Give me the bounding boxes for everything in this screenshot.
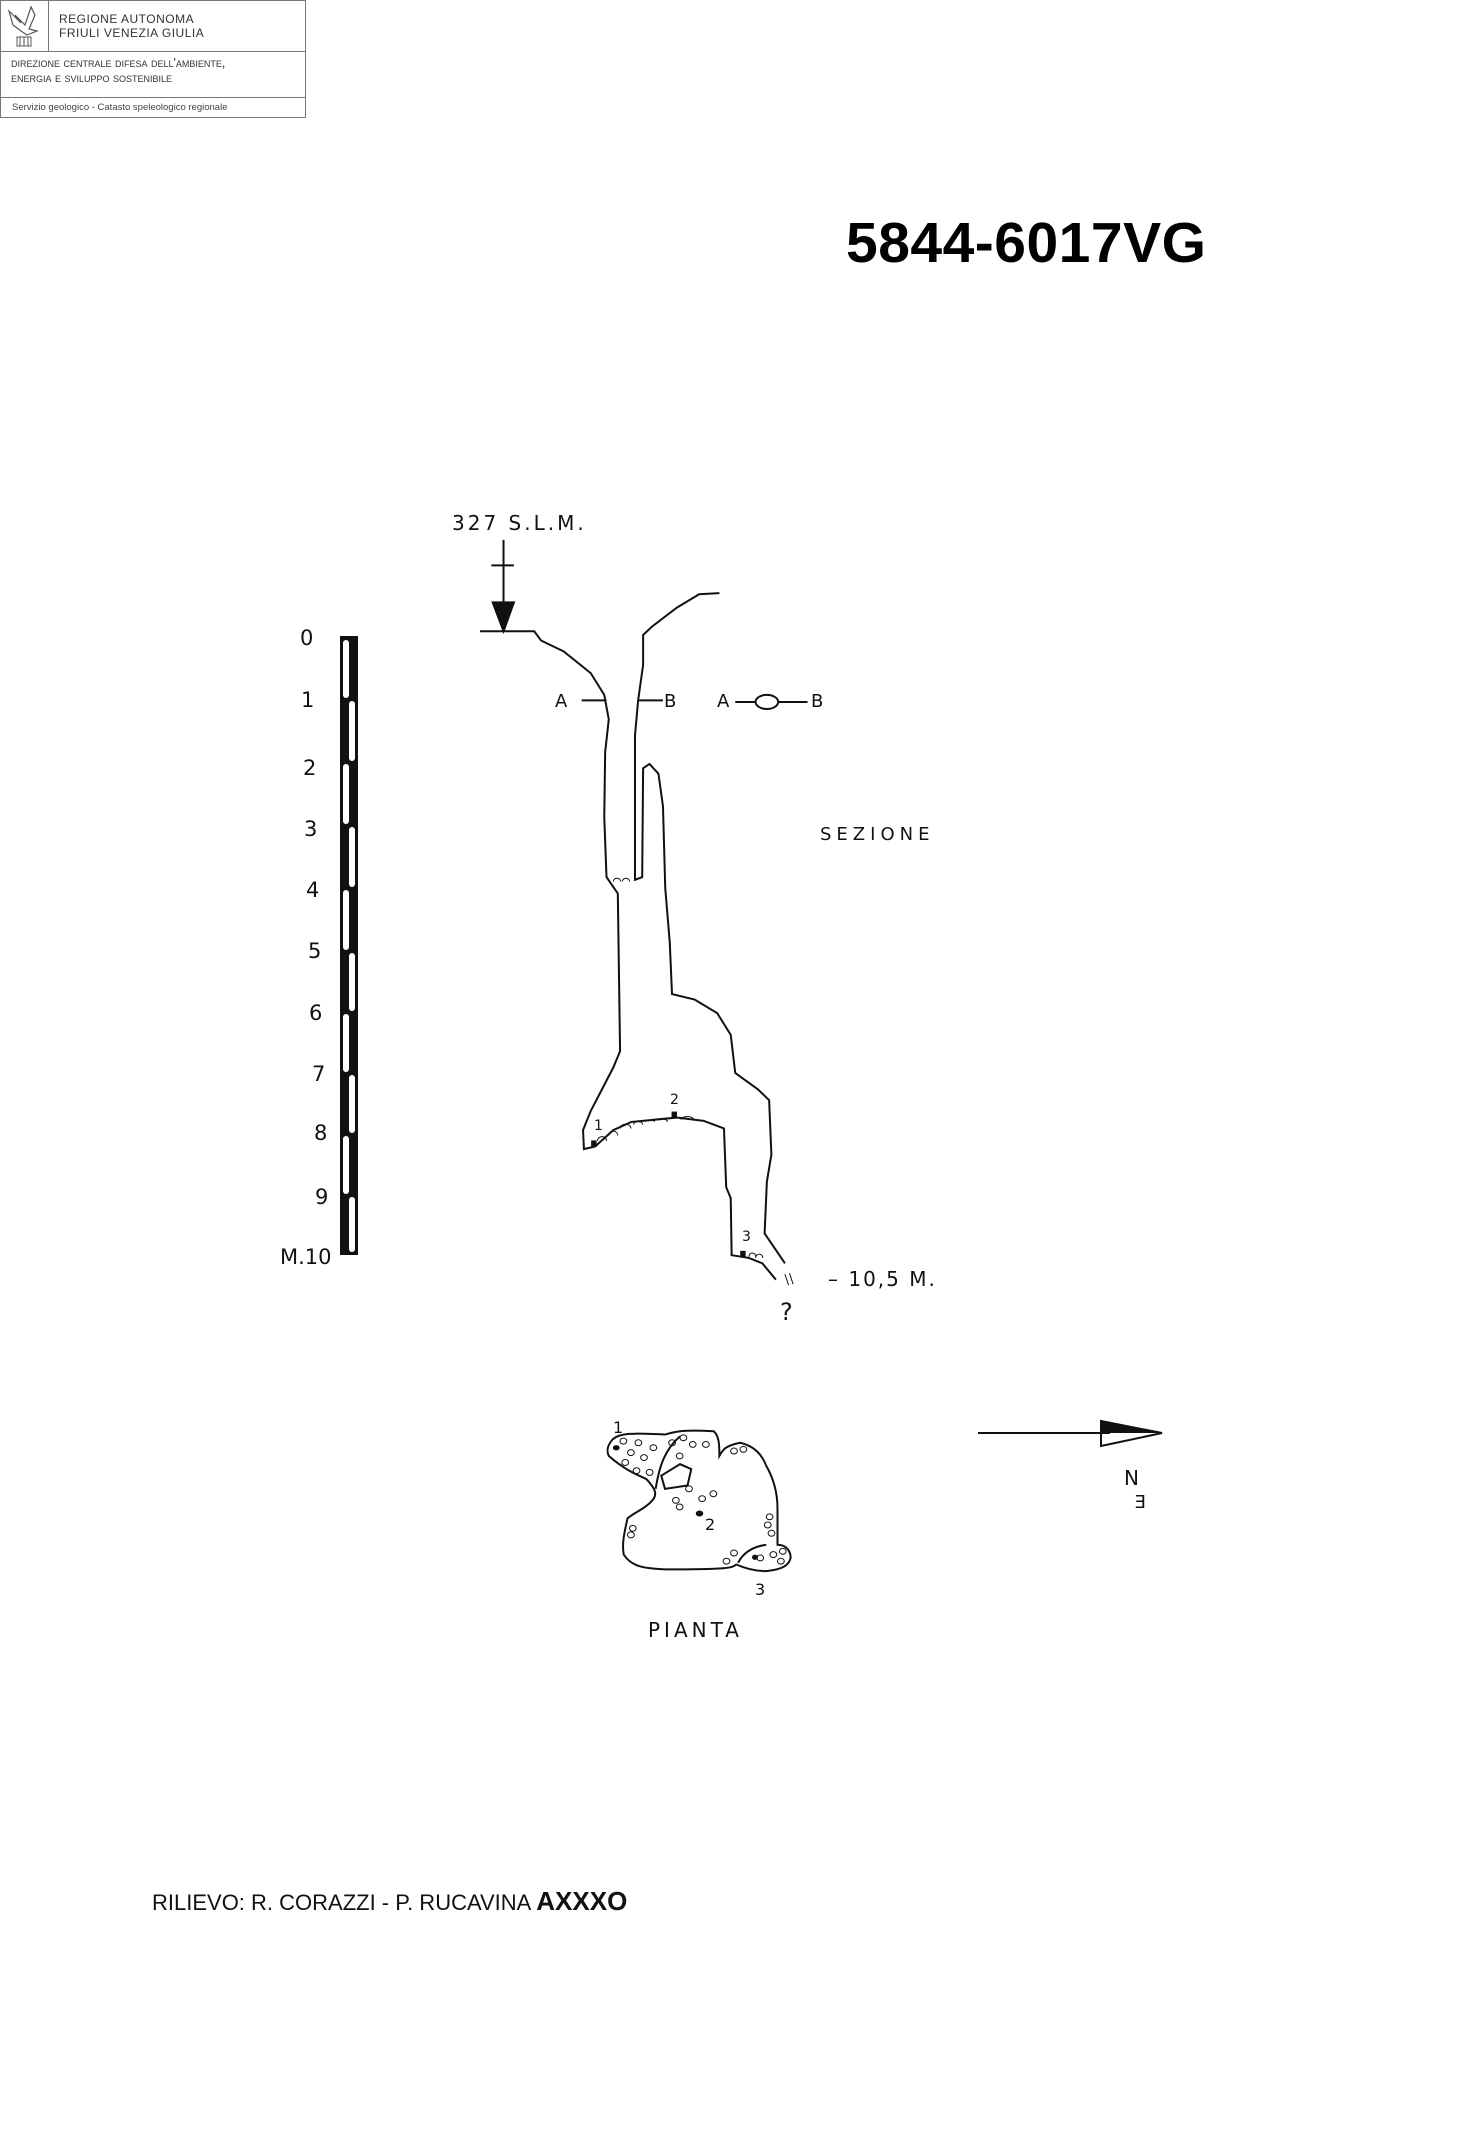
scale-labels: 0 1 2 3 4 5 6 7 8 9 M.10 bbox=[280, 626, 332, 1269]
survey-point-2 bbox=[671, 1111, 677, 1118]
scale-tick-3: 3 bbox=[304, 817, 317, 841]
institution-header: REGIONE AUTONOMA FRIULI VENEZIA GIULIA D… bbox=[0, 0, 306, 118]
section-left-wall bbox=[480, 631, 776, 1279]
cave-id-title: 5844-6017VG bbox=[846, 211, 1207, 275]
scale-tick-6: 6 bbox=[309, 1001, 322, 1025]
scale-tick-4: 4 bbox=[306, 878, 319, 902]
section-b-label: B bbox=[664, 691, 676, 712]
scale-tick-0: 0 bbox=[300, 626, 313, 650]
eagle-emblem-icon bbox=[1, 1, 49, 51]
plan-labels: 1 2 3 PIANTA bbox=[613, 1418, 765, 1642]
service-name: Servizio geologico - Catasto speleologic… bbox=[12, 102, 228, 113]
profile-a-label: A bbox=[717, 691, 730, 712]
plan-label-2: 2 bbox=[705, 1515, 715, 1534]
unknown-continuation: ? bbox=[780, 1298, 793, 1326]
plan-label-3: 3 bbox=[755, 1580, 765, 1599]
plan-label-1: 1 bbox=[613, 1418, 623, 1437]
section-labels: 327 S.L.M. A B A B SEZIONE – 10,5 M. ? 1… bbox=[452, 511, 937, 1326]
scale-tick-2: 2 bbox=[303, 756, 316, 780]
cross-section-shape bbox=[756, 695, 779, 709]
credit-code: AXXXO bbox=[536, 1886, 628, 1916]
entrance-elevation: 327 S.L.M. bbox=[452, 511, 587, 535]
credit-text: RILIEVO: R. CORAZZI - P. RUCAVINA bbox=[152, 1890, 537, 1915]
section-profile bbox=[480, 540, 807, 1285]
scale-tick-5: 5 bbox=[308, 939, 321, 963]
plan-point-3 bbox=[752, 1554, 758, 1560]
scale-tick-7: 7 bbox=[312, 1062, 325, 1086]
cross-section-lines bbox=[582, 700, 808, 702]
section-right-wall bbox=[635, 593, 785, 1263]
north-arrow-icon bbox=[978, 1419, 1163, 1448]
direction-line-1: DIREZIONE CENTRALE DIFESA DELL'AMBIENTE, bbox=[11, 56, 226, 70]
north-label: N bbox=[1124, 1466, 1139, 1490]
survey-point-3 bbox=[740, 1250, 746, 1257]
plan-point-1 bbox=[612, 1445, 620, 1451]
arrowhead-icon bbox=[493, 602, 514, 631]
scale-tick-9: 9 bbox=[315, 1185, 328, 1209]
profile-b-label: B bbox=[811, 691, 823, 712]
section-point-1: 1 bbox=[594, 1118, 603, 1134]
header-divider bbox=[1, 97, 305, 98]
plan-title: PIANTA bbox=[648, 1618, 743, 1642]
scale-tick-8: 8 bbox=[314, 1121, 327, 1145]
direction-name: DIREZIONE CENTRALE DIFESA DELL'AMBIENTE,… bbox=[11, 56, 225, 86]
survey-point-1 bbox=[591, 1140, 597, 1147]
section-point-3: 3 bbox=[742, 1229, 751, 1245]
plan-point-2 bbox=[695, 1510, 704, 1517]
region-line-1: REGIONE AUTONOMA bbox=[59, 12, 195, 26]
section-a-label: A bbox=[555, 691, 568, 712]
east-label: E bbox=[1135, 1492, 1146, 1513]
survey-credit: RILIEVO: R. CORAZZI - P. RUCAVINA AXXXO bbox=[152, 1886, 627, 1917]
direction-line-2: ENERGIA E SVILUPPO SOSTENIBILE bbox=[11, 71, 172, 85]
pebbles bbox=[597, 878, 793, 1285]
region-line-2: FRIULI VENEZIA GIULIA bbox=[59, 26, 205, 40]
region-name: REGIONE AUTONOMA FRIULI VENEZIA GIULIA bbox=[59, 12, 204, 40]
scale-bar bbox=[340, 636, 358, 1255]
header-top-row: REGIONE AUTONOMA FRIULI VENEZIA GIULIA bbox=[1, 1, 305, 52]
depth-label: – 10,5 M. bbox=[828, 1267, 937, 1291]
scale-tick-1: 1 bbox=[301, 688, 314, 712]
plan-outline bbox=[607, 1431, 790, 1571]
scale-end-label: M.10 bbox=[280, 1245, 332, 1269]
section-title: SEZIONE bbox=[820, 824, 934, 845]
section-point-2: 2 bbox=[670, 1092, 679, 1108]
